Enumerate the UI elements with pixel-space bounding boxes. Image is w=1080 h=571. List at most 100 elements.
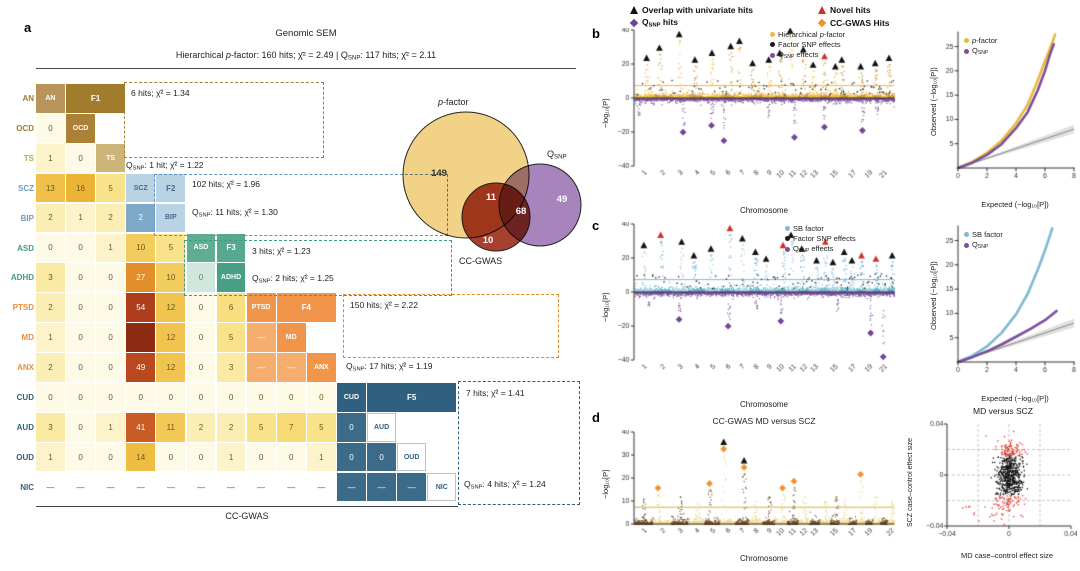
matrix-cell: 12 [156, 353, 186, 382]
matrix-cell: 0 [66, 293, 95, 322]
legend-item: QSNP effects [785, 244, 856, 254]
matrix-cell: — [306, 472, 336, 502]
matrix-cell: — [276, 472, 306, 502]
f1-dashed-box [124, 82, 324, 158]
matrix-cell: 0 [186, 353, 216, 382]
legend-label: QSNP effects [793, 244, 834, 255]
panel-d-label: d [592, 410, 600, 425]
matrix-cell: 3 [216, 353, 246, 382]
f4-dashed-box [343, 294, 559, 358]
matrix-cell [126, 323, 156, 352]
x-axis-label: Chromosome [739, 400, 788, 409]
y-axis-label: −log₁₀[P] [601, 469, 610, 499]
dot-marker-icon [964, 242, 969, 248]
qq-plot-canvas [928, 28, 1080, 198]
venn-count-ccgwas-qsnp: 68 [516, 206, 527, 217]
matrix-cell: 1 [96, 233, 126, 263]
legend-label: p-factor [972, 36, 998, 45]
f5-hits-annotation: 7 hits; χ̄² = 1.41 [466, 388, 525, 398]
venn-diagram: 149 11 10 68 49 [402, 111, 582, 252]
manhattan-plot-canvas [600, 430, 900, 548]
matrix-cell: 1 [216, 442, 246, 472]
matrix-cell: 6 [216, 293, 246, 322]
matrix-row-label-cud: CUD [16, 393, 34, 402]
panel-a-label: a [24, 20, 32, 35]
matrix-cell: 0 [337, 412, 366, 442]
matrix-cell: — [156, 472, 186, 502]
ccgwas-axis-label: CC-GWAS [225, 511, 269, 521]
matrix-cell: 0 [246, 442, 276, 472]
matrix-cell: 2 [36, 353, 65, 382]
matrix-cell: 5 [306, 412, 336, 442]
matrix-diagonal-anx: ANX [306, 353, 336, 382]
venn-count-qsnp: 49 [557, 194, 568, 205]
matrix-cell: 0 [36, 383, 65, 412]
matrix-diagonal-oud: OUD [397, 442, 427, 472]
matrix-cell: 27 [126, 263, 156, 293]
f5-qsnp-annotation: QSNP: 4 hits; χ̄² = 1.24 [464, 479, 546, 491]
matrix-cell: 0 [96, 293, 126, 322]
matrix-row-label-scz: SCZ [18, 183, 34, 193]
x-axis-label: Expected (−log₁₀[P]) [981, 200, 1049, 209]
matrix-row-label-md: MD [21, 333, 34, 343]
legend-item: Factor SNP effects [770, 40, 845, 49]
matrix-cell: — [66, 472, 95, 502]
dot-marker-icon [770, 52, 775, 58]
matrix-row-label-bip: BIP [20, 213, 34, 223]
matrix-cell: 0 [306, 383, 336, 412]
matrix-cell: 14 [126, 442, 156, 472]
matrix-cell: — [367, 472, 396, 502]
matrix-cell: 0 [276, 383, 306, 412]
legend-label: QSNP [972, 240, 989, 251]
matrix-cell: 3 [36, 263, 65, 293]
legend-label: SB factor [972, 230, 1003, 239]
matrix-cell: 1 [36, 442, 65, 472]
plot-title: MD versus SCZ [973, 406, 1033, 416]
matrix-cell: 1 [306, 442, 336, 472]
x-axis-label: Chromosome [739, 206, 788, 215]
legend-item: QSNP [964, 46, 997, 56]
legend-label: QSNP effects [778, 50, 819, 61]
matrix-cell: 0 [96, 353, 126, 382]
dot-marker-icon [785, 246, 790, 252]
matrix-diagonal-ocd: OCD [66, 113, 95, 143]
manhattan-plot-canvas [600, 222, 900, 392]
sbfactor-qq-chart: Observed (−log₁₀[P]) Expected (−log₁₀[P]… [928, 222, 1080, 418]
matrix-cell: 0 [96, 442, 126, 472]
matrix-diagonal-aud: AUD [367, 412, 396, 442]
matrix-cell: 12 [156, 323, 186, 352]
matrix-row-label-aud: AUD [16, 422, 34, 432]
panel-c-label: c [592, 218, 600, 233]
legend-label: QSNP [972, 46, 989, 57]
legend-label: CC-GWAS Hits [830, 17, 890, 28]
panel-a-header-rule [36, 68, 576, 69]
venn-ccgwas-label: CC-GWAS [459, 256, 503, 266]
matrix-cell: 0 [36, 233, 65, 263]
matrix-cell: 54 [126, 293, 156, 322]
matrix-diagonal-scz: SCZ [126, 173, 156, 203]
matrix-cell: 12 [156, 293, 186, 322]
matrix-diagonal-an: AN [36, 84, 65, 113]
matrix-cell: 0 [276, 442, 306, 472]
legend-item: Novel hits [818, 3, 958, 16]
matrix-row-label-oud: OUD [16, 452, 34, 462]
matrix-cell: 1 [66, 203, 95, 233]
matrix-cell: — [246, 472, 276, 502]
matrix-diagonal-adhd: ADHD [216, 263, 246, 293]
legend-item: p-factor [964, 36, 997, 45]
dot-marker-icon [964, 38, 969, 43]
matrix-cell: 0 [186, 442, 216, 472]
matrix-cell: — [216, 472, 246, 502]
dot-marker-icon [785, 226, 790, 231]
matrix-cell: 2 [96, 203, 126, 233]
x-axis-label: MD case–control effect size [961, 551, 1053, 560]
venn-pfactor-label: p-factor [438, 97, 469, 107]
venn-qsnp-label: QSNP [547, 149, 567, 161]
venn-count-pfactor-ccgwas: 11 [486, 192, 497, 203]
matrix-cell: 2 [36, 293, 65, 322]
f1-qsnp-annotation: QSNP: 1 hit; χ̄² = 1.22 [126, 160, 204, 172]
